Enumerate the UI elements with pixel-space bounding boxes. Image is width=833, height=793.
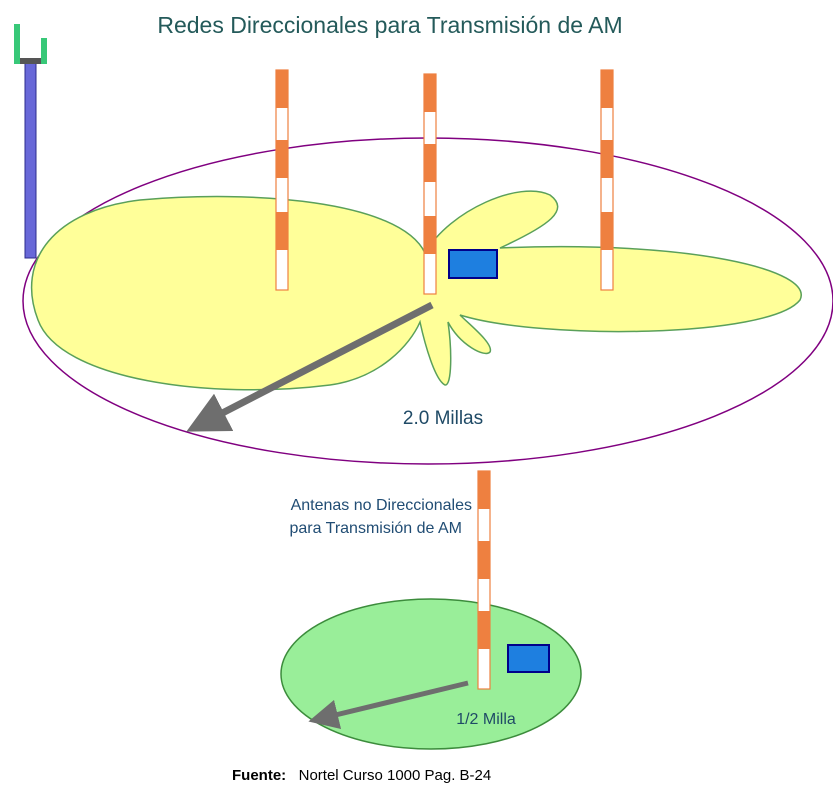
coverage-arrow-icon bbox=[186, 301, 434, 432]
non-directional-pattern bbox=[280, 598, 582, 750]
source-line: Fuente: Nortel Curso 1000 Pag. B-24 bbox=[232, 767, 491, 784]
pole-icon bbox=[14, 24, 47, 259]
tower-icon bbox=[423, 73, 437, 295]
non-directional-radius-label: 1/2 Milla bbox=[456, 711, 516, 728]
source-key: Fuente: bbox=[232, 767, 286, 784]
non-directional-caption-line1: Antenas no Direccionales bbox=[291, 497, 472, 514]
directional-pattern bbox=[30, 190, 802, 391]
tower-icon bbox=[600, 69, 614, 291]
tower-icon bbox=[477, 470, 491, 690]
directional-radius-label: 2.0 Millas bbox=[403, 408, 483, 429]
source-value: Nortel Curso 1000 Pag. B-24 bbox=[299, 767, 492, 784]
coverage-arrow-icon bbox=[308, 680, 469, 730]
transmitter-building-icon bbox=[507, 644, 550, 673]
non-directional-caption-line2: para Transmisión de AM bbox=[289, 520, 462, 537]
diagram-title: Redes Direccionales para Transmisión de … bbox=[157, 12, 622, 38]
tower-icon bbox=[275, 69, 289, 291]
transmitter-building-icon bbox=[448, 249, 498, 279]
